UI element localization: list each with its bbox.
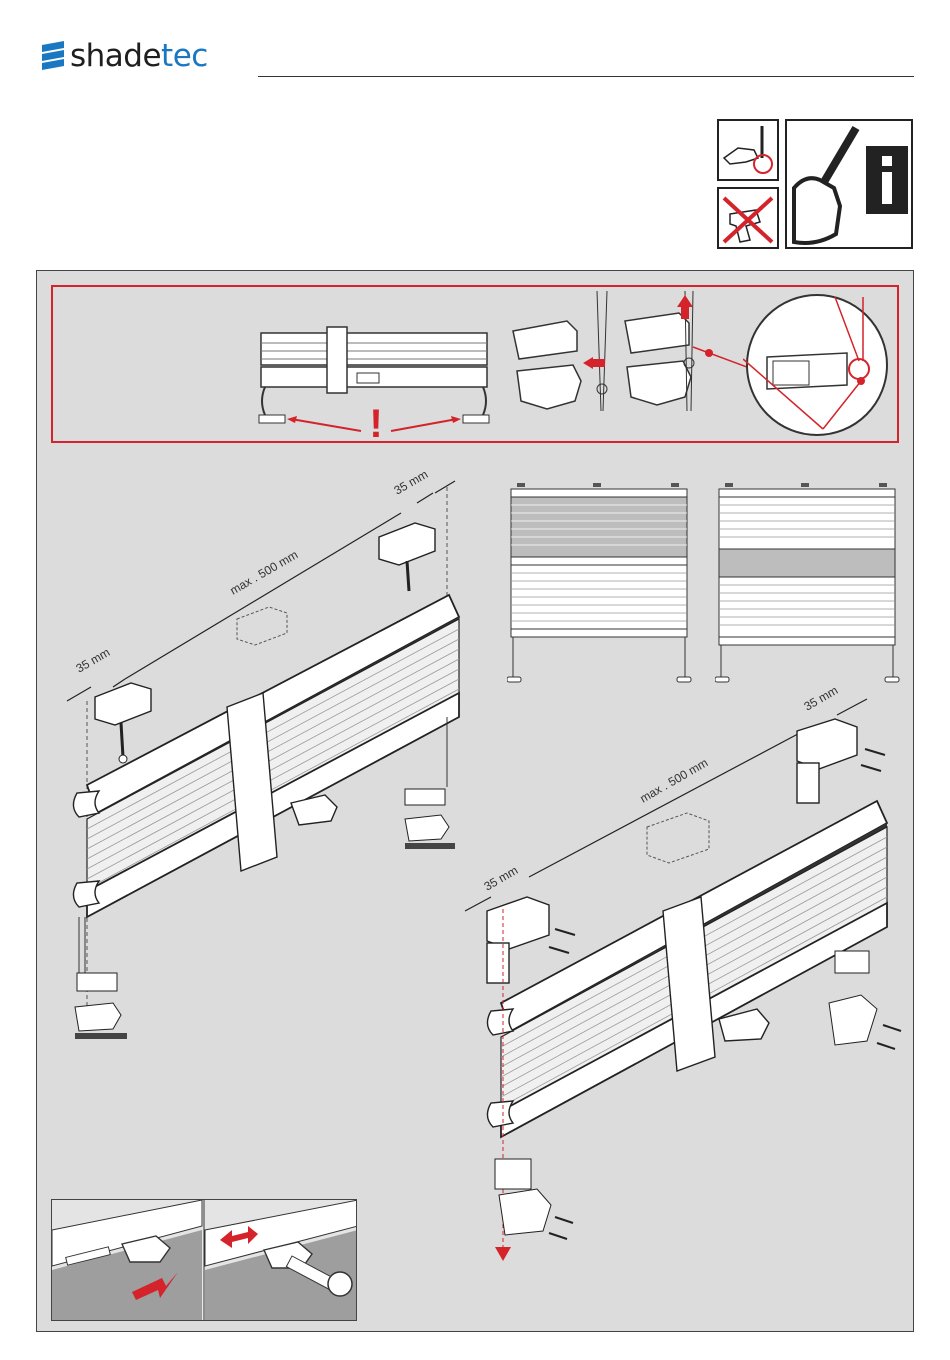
dim-spacing: max . 500 mm: [228, 547, 301, 597]
dim-edge-left: 35 mm: [74, 645, 113, 675]
tool-instructions: [716, 118, 914, 250]
dim-edge-right: 35 mm: [392, 467, 431, 497]
dim-edge-right: 35 mm: [802, 685, 841, 714]
brand-name-part2: tec: [161, 38, 208, 74]
install-angle-fix-figure: 35 mm max . 500 mm 35 mm: [457, 685, 913, 1265]
no-drill-icon: [718, 188, 778, 248]
screwdriver-icon: [718, 120, 778, 180]
info-icon: [786, 120, 912, 248]
handle-detail-figure: [52, 1200, 357, 1321]
brand-name: shadetec: [70, 38, 208, 74]
angle-bracket-right: [797, 719, 885, 803]
logo-mark-icon: [40, 39, 66, 73]
blind-transport-figure: !: [251, 323, 501, 443]
header-divider: [258, 76, 914, 77]
install-face-fix-figure: 35 mm max . 500 mm 35 mm: [55, 467, 495, 1057]
cord-holder-right: [829, 951, 901, 1049]
warning-box: !: [51, 285, 899, 443]
instruction-panel: !: [36, 270, 914, 1332]
dim-spacing: max . 500 mm: [638, 755, 711, 805]
pleat-diagram-right: [715, 477, 905, 687]
bracket-left: [95, 683, 151, 763]
brand-name-part1: shade: [70, 38, 161, 74]
knot-detail-magnifier: [743, 289, 893, 441]
warning-mark: !: [369, 402, 382, 443]
dim-edge-left: 35 mm: [482, 863, 521, 893]
pleat-diagram-left: [507, 477, 697, 687]
cord-holder-left: [495, 1159, 573, 1239]
cord-holder-left: [75, 917, 127, 1039]
cord-knot-figure: [507, 291, 747, 441]
handle-detail-box: [51, 1199, 357, 1321]
brand-logo: shadetec: [40, 36, 208, 76]
bracket-right: [379, 523, 435, 591]
